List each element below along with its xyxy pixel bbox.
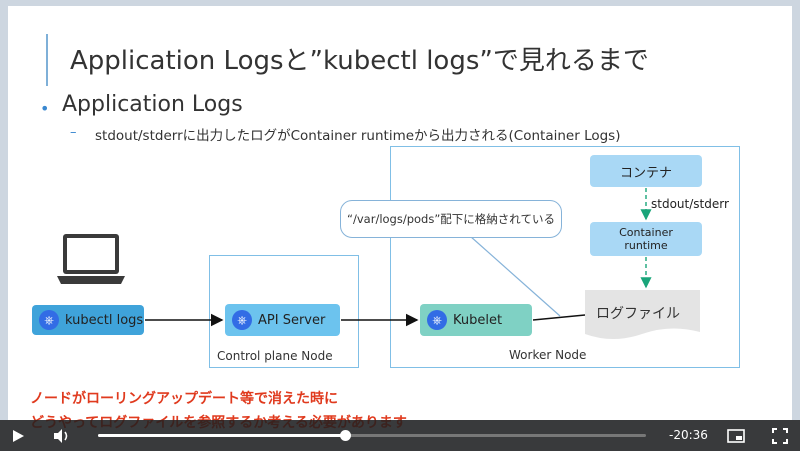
container-node: コンテナ <box>590 155 702 187</box>
bullet-heading: Application Logs <box>62 92 243 117</box>
runtime-label-line2: runtime <box>624 239 668 252</box>
api-server-label: API Server <box>258 312 326 328</box>
kubernetes-icon: ⎈ <box>39 310 59 330</box>
kubernetes-icon: ⎈ <box>427 310 447 330</box>
volume-icon[interactable] <box>52 426 72 446</box>
player-controls: -20:36 <box>0 420 800 451</box>
title-accent-bar <box>46 34 48 86</box>
stdout-stderr-label: stdout/stderr <box>651 197 729 211</box>
bullet-dot: • <box>40 99 50 118</box>
fullscreen-icon[interactable] <box>770 426 790 446</box>
control-plane-node-box <box>209 255 359 368</box>
logfile-shape <box>585 290 700 339</box>
kubelet-label: Kubelet <box>453 312 503 328</box>
slide-title: Application Logsと”kubectl logs”で見れるまで <box>70 46 649 76</box>
kubelet-node: ⎈ Kubelet <box>420 304 532 336</box>
callout-bubble: “/var/logs/pods”配下に格納されている <box>340 200 562 238</box>
worker-node-box <box>390 146 740 368</box>
sub-bullet: stdout/stderrに出力したログがContainer runtimeから… <box>95 128 621 144</box>
progress-knob[interactable] <box>339 430 351 441</box>
laptop-icon <box>57 234 125 284</box>
kubectl-logs-label: kubectl logs <box>65 312 144 328</box>
progress-bar[interactable] <box>98 430 646 441</box>
note-line-1: ノードがローリングアップデート等で消えた時に <box>30 391 338 407</box>
api-server-node: ⎈ API Server <box>225 304 340 336</box>
sub-bullet-dash: – <box>70 125 77 140</box>
control-plane-node-label: Control plane Node <box>217 349 333 363</box>
progress-fill <box>98 434 345 437</box>
worker-node-label: Worker Node <box>509 348 587 362</box>
kubernetes-icon: ⎈ <box>232 310 252 330</box>
logfile-label: ログファイル <box>596 306 680 322</box>
runtime-label-line1: Container <box>619 226 673 239</box>
play-icon[interactable] <box>8 426 28 446</box>
pip-icon[interactable] <box>726 426 746 446</box>
kubectl-logs-node: ⎈ kubectl logs <box>32 305 144 335</box>
time-remaining: -20:36 <box>669 428 708 442</box>
